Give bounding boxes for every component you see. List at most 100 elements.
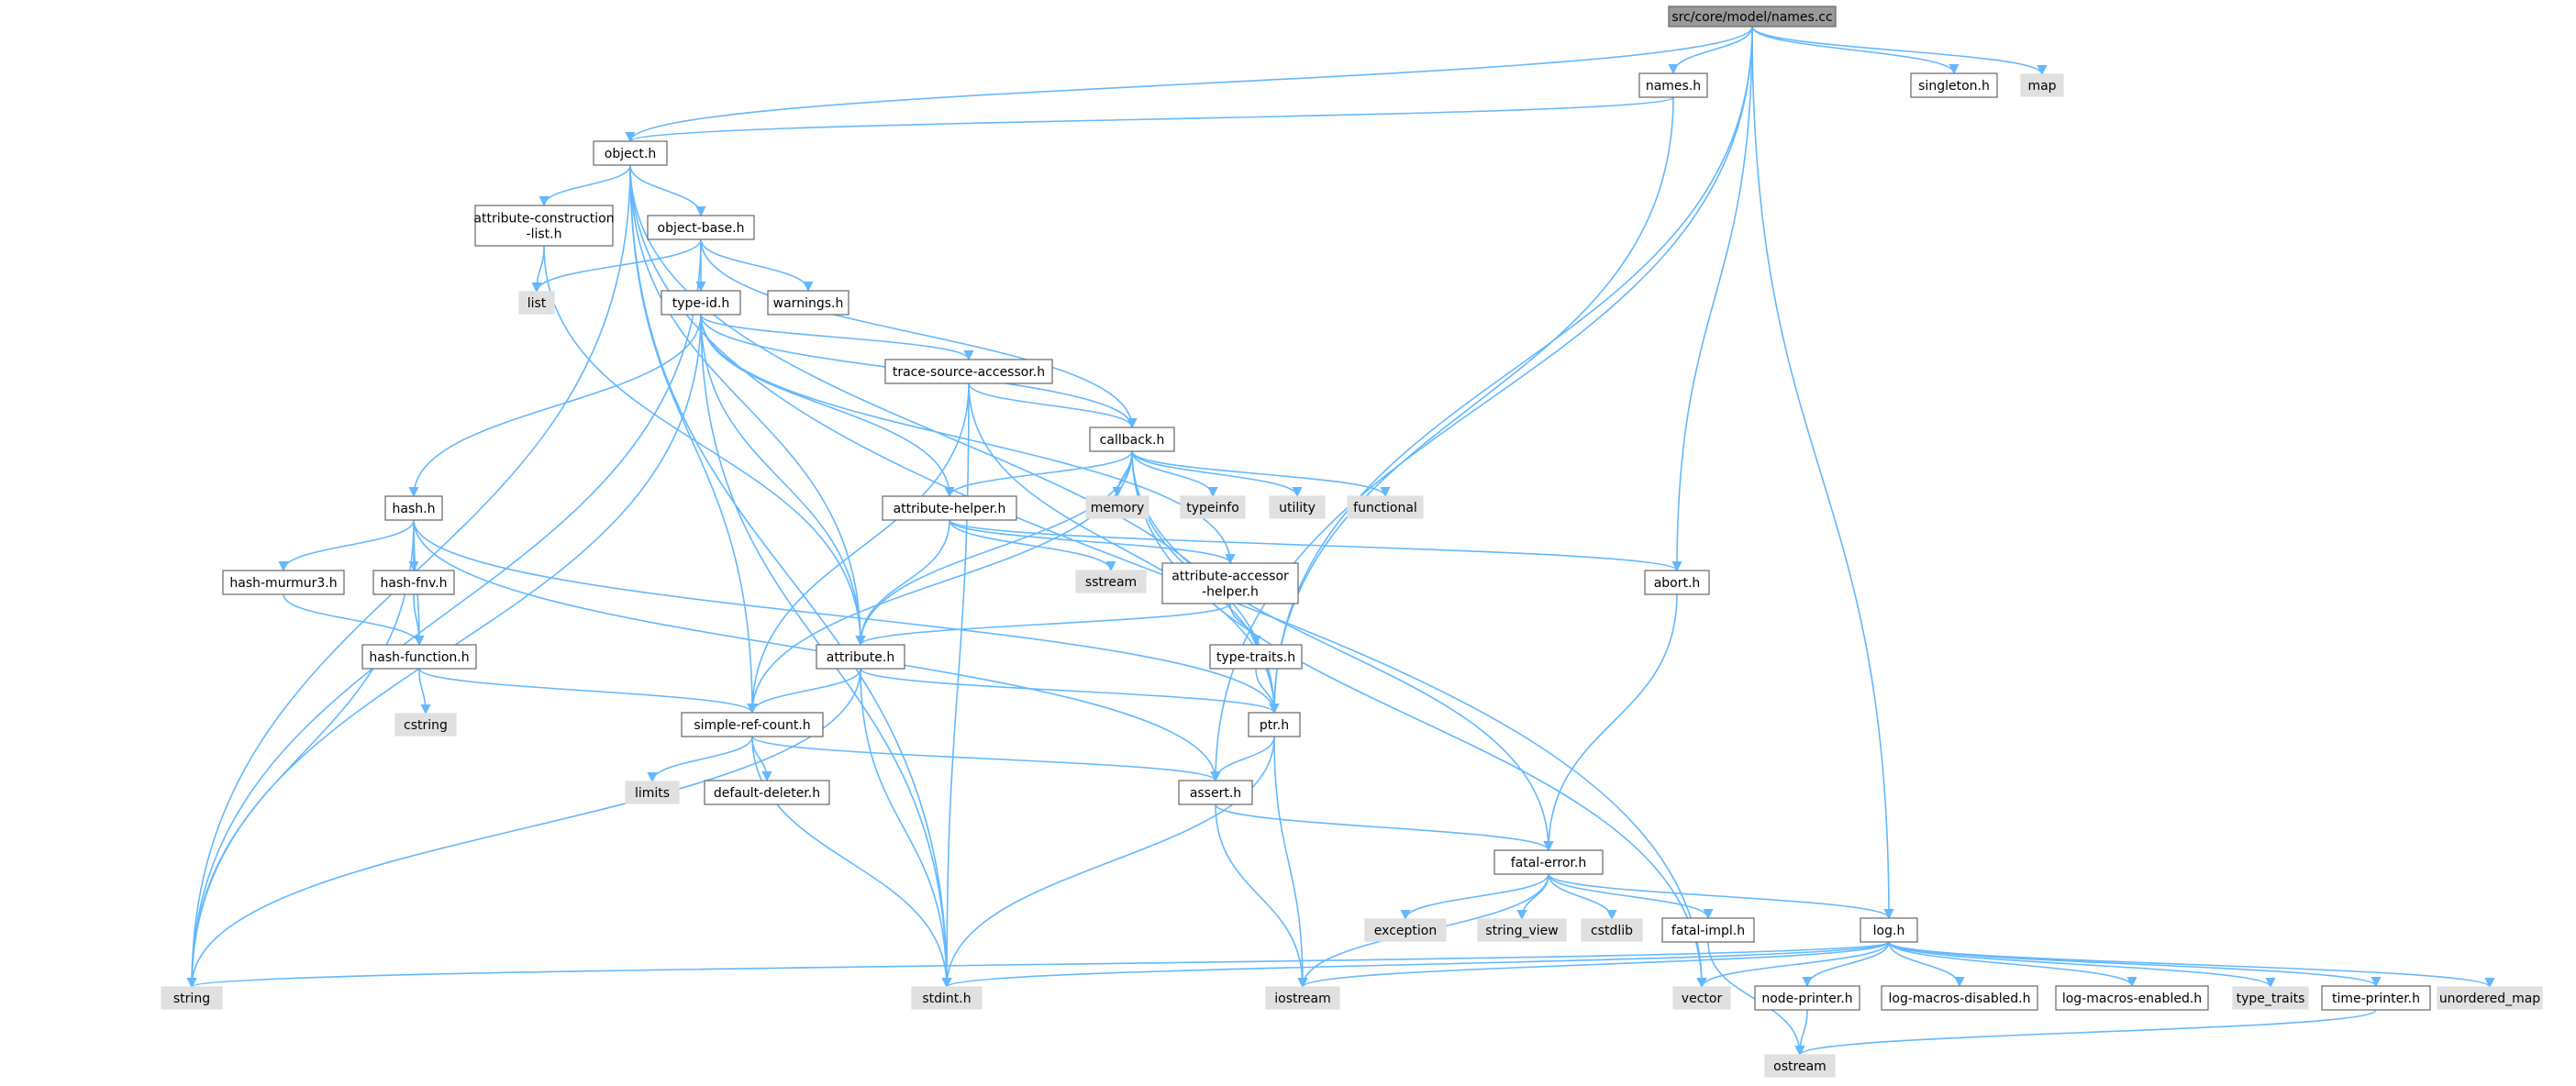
node-warnings_h[interactable]: warnings.h [767, 290, 849, 316]
node-label-ptr_h: ptr.h [1260, 718, 1289, 733]
node-singleton_h[interactable]: singleton.h [1910, 72, 1998, 98]
node-label-warnings_h: warnings.h [773, 296, 844, 311]
edge-hash_h-to-assert_h [413, 519, 1221, 782]
edge-attr_construction-to-attribute_h [543, 245, 866, 647]
edge-object_h-to-attr_construction [539, 164, 631, 207]
edge-hash_h-to-ptr_h [413, 519, 1280, 715]
edge-assert_h-to-iostream [1215, 803, 1308, 989]
node-simple_ref[interactable]: simple-ref-count.h [681, 712, 824, 737]
node-box-unordered_map [2437, 986, 2543, 1010]
node-hash_murmur[interactable]: hash-murmur3.h [222, 570, 345, 595]
node-label-fatal_error: fatal-error.h [1511, 856, 1586, 870]
node-log_h[interactable]: log.h [1860, 917, 1918, 943]
node-attr_accessor[interactable]: attribute-accessor-helper.h [1161, 562, 1299, 604]
node-box-vector [1672, 986, 1731, 1010]
node-names_cc[interactable]: src/core/model/names.cc [1668, 6, 1837, 28]
node-trace_source[interactable]: trace-source-accessor.h [884, 359, 1053, 384]
edge-attr_helper-to-sstream [949, 519, 1116, 572]
node-log_macros_disabled[interactable]: log-macros-disabled.h [1881, 985, 2038, 1011]
edge-object_h-to-ptr_h [629, 164, 1280, 715]
node-label-attr_accessor-0: attribute-accessor [1171, 570, 1289, 584]
node-box-sstream [1075, 570, 1147, 593]
node-attr_construction[interactable]: attribute-construction-list.h [473, 205, 615, 247]
node-fatal_error[interactable]: fatal-error.h [1493, 849, 1604, 875]
node-attr_helper[interactable]: attribute-helper.h [882, 495, 1017, 521]
edge-type_id_h-to-attribute_h [700, 314, 866, 647]
node-attribute_h[interactable]: attribute.h [816, 644, 905, 670]
node-ptr_h[interactable]: ptr.h [1248, 712, 1301, 737]
node-callback_h[interactable]: callback.h [1089, 427, 1175, 452]
edge-attr_helper-to-abort_h [949, 519, 1682, 572]
node-sstream: sstream [1075, 570, 1147, 593]
node-box-cstdlib [1581, 918, 1643, 942]
node-hash_fnv[interactable]: hash-fnv.h [372, 570, 455, 595]
node-box-node_printer [1754, 985, 1860, 1011]
node-object_base_h[interactable]: object-base.h [647, 215, 755, 240]
node-box-attr_construction [474, 205, 614, 247]
node-label-simple_ref: simple-ref-count.h [694, 718, 810, 733]
node-box-ostream [1764, 1054, 1836, 1078]
edge-attr_helper-to-attribute_h [855, 519, 950, 647]
node-fatal_impl[interactable]: fatal-impl.h [1661, 917, 1755, 943]
edge-simple_ref-to-assert_h [751, 736, 1221, 782]
node-box-names_cc [1668, 6, 1837, 28]
node-time_printer[interactable]: time-printer.h [2321, 985, 2431, 1011]
edge-attr_helper-to-attr_accessor [949, 519, 1236, 565]
node-assert_h[interactable]: assert.h [1178, 780, 1253, 805]
node-box-object_h [593, 140, 668, 166]
node-box-map [2020, 73, 2064, 97]
node-box-iostream [1265, 986, 1340, 1010]
node-label-log_h: log.h [1873, 924, 1905, 938]
node-label-iostream: iostream [1274, 992, 1331, 1006]
edge-fatal_error-to-fatal_impl [1548, 873, 1714, 920]
node-label-callback_h: callback.h [1100, 433, 1165, 448]
node-box-fatal_error [1493, 849, 1604, 875]
node-unordered_map: unordered_map [2437, 986, 2543, 1010]
node-box-hash_function [361, 644, 477, 670]
node-label-cstdlib: cstdlib [1591, 924, 1633, 938]
node-label-abort_h: abort.h [1654, 576, 1701, 591]
edge-time_printer-to-ostream [1794, 1009, 2377, 1057]
edge-log_h-to-node_printer [1802, 941, 1890, 988]
edge-names_h-to-object_h [625, 96, 1674, 143]
node-object_h[interactable]: object.h [593, 140, 668, 166]
node-ostream: ostream [1764, 1054, 1836, 1078]
node-label-time_printer: time-printer.h [2332, 992, 2420, 1006]
node-hash_h[interactable]: hash.h [384, 495, 443, 521]
edge-node_printer-to-ostream [1794, 1009, 1808, 1057]
node-label-hash_h: hash.h [393, 502, 436, 516]
node-string_view: string_view [1477, 918, 1567, 942]
node-box-time_printer [2321, 985, 2431, 1011]
node-type_traits_h[interactable]: type-traits.h [1209, 644, 1303, 670]
node-log_macros_enabled[interactable]: log-macros-enabled.h [2055, 985, 2209, 1011]
node-label-memory: memory [1091, 501, 1145, 515]
node-names_h[interactable]: names.h [1638, 72, 1708, 98]
node-label-attr_helper: attribute-helper.h [894, 502, 1006, 516]
node-box-cstring [394, 713, 457, 737]
node-typeinfo: typeinfo [1180, 495, 1246, 519]
edge-names_cc-to-object_h [625, 26, 1753, 143]
node-default_deleter[interactable]: default-deleter.h [704, 780, 830, 805]
node-box-default_deleter [704, 780, 830, 805]
edge-object_base_h-to-warnings_h [700, 238, 814, 293]
edge-simple_ref-to-limits [647, 736, 753, 783]
edge-names_cc-to-singleton_h [1751, 26, 1960, 75]
edge-object_base_h-to-callback_h [700, 238, 1138, 429]
node-cstring: cstring [394, 713, 457, 737]
node-box-list [518, 291, 555, 315]
node-abort_h[interactable]: abort.h [1644, 570, 1710, 595]
edge-fatal_error-to-exception [1400, 873, 1549, 921]
node-label-attr_construction-1: -list.h [527, 227, 562, 242]
edge-layer [186, 26, 2495, 1057]
node-iostream: iostream [1265, 986, 1340, 1010]
edge-callback_h-to-vector [1131, 450, 1707, 989]
node-type_id_h[interactable]: type-id.h [661, 290, 741, 316]
edge-trace_source-to-stdint_h [941, 382, 970, 989]
node-hash_function[interactable]: hash-function.h [361, 644, 477, 670]
node-box-names_h [1638, 72, 1708, 98]
edge-type_id_h-to-attr_helper [700, 314, 955, 498]
node-box-trace_source [884, 359, 1053, 384]
node-node_printer[interactable]: node-printer.h [1754, 985, 1860, 1011]
edge-type_id_h-to-trace_source [700, 314, 974, 361]
